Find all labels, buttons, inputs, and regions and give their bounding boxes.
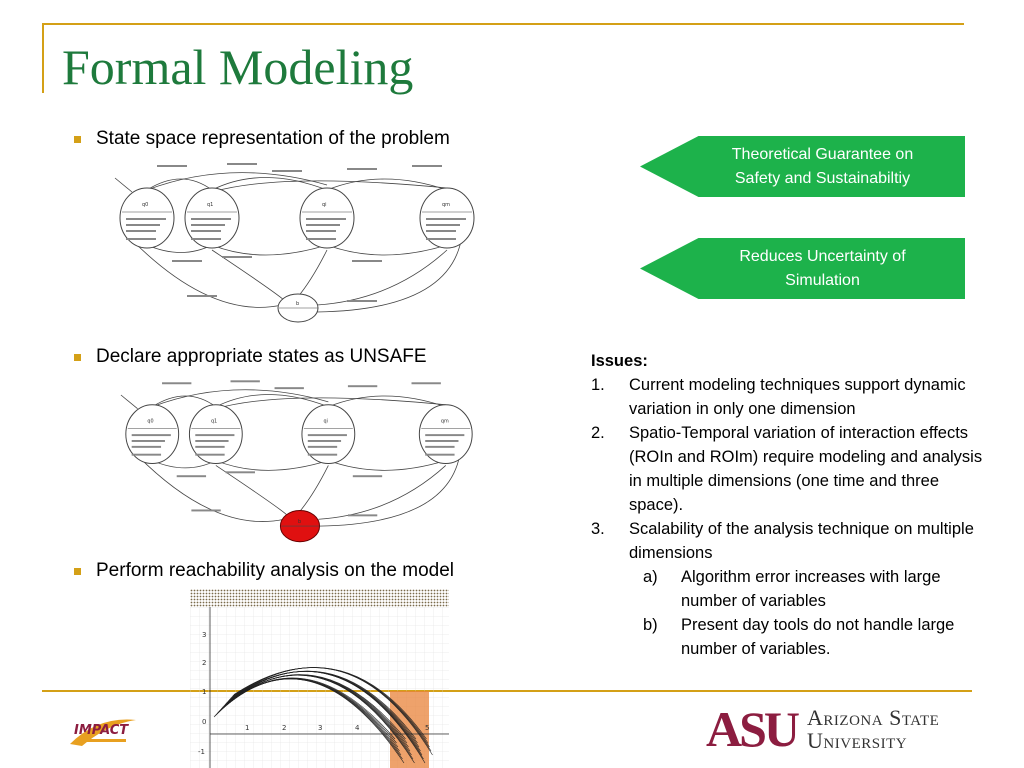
unsafe-automaton-diagram: q0 q1 qi qm b [120, 380, 473, 543]
state-q1: q1 [207, 202, 213, 208]
issue-number: 2. [591, 424, 605, 442]
asu-name-line1: Arizona State [807, 704, 940, 730]
slide-title: Formal Modeling [62, 39, 414, 95]
subitem-letter: b) [643, 616, 658, 634]
issue-text: Spatio-Temporal variation of interaction… [629, 424, 983, 514]
reachability-plot: 3 2 1 0 -1 1 2 3 4 5 [190, 589, 449, 768]
asu-name-line2: University [807, 728, 908, 753]
issue-item: 2. Spatio-Temporal variation of interact… [591, 421, 991, 517]
issue-item: 3. Scalability of the analysis technique… [591, 517, 991, 565]
issue-item: 1. Current modeling techniques support d… [591, 373, 991, 421]
callout-line: Safety and Sustainabiltiy [734, 169, 911, 187]
trajectory-line [218, 678, 405, 764]
state-qi: qi [323, 418, 327, 424]
callout-line: Simulation [785, 271, 860, 289]
issue-subitem: b) Present day tools do not handle large… [629, 613, 991, 661]
subitem-text: Algorithm error increases with large num… [681, 568, 941, 610]
x-tick-4: 4 [355, 724, 360, 732]
issue-text: Current modeling techniques support dyna… [629, 376, 966, 418]
state-q0: q0 [142, 202, 148, 208]
asu-logo: ASU Arizona State University [706, 703, 976, 755]
bullet-marker [74, 354, 81, 361]
frame-left-rule [42, 23, 44, 93]
state-q0: q0 [147, 418, 153, 424]
state-q1: q1 [211, 418, 217, 424]
y-tick-2: 2 [202, 659, 206, 667]
y-tick-neg1: -1 [198, 748, 205, 756]
bullet-reachability: Perform reachability analysis on the mod… [74, 560, 454, 583]
y-tick-0: 0 [202, 718, 206, 726]
frame-top-rule [42, 23, 964, 25]
asu-mark: ASU [706, 701, 800, 757]
impact-logo-text: IMPACT [74, 723, 129, 738]
impact-logo: IMPACT [70, 719, 136, 746]
state-qm: qm [441, 418, 449, 424]
bullet-text: Declare appropriate states as UNSAFE [96, 346, 427, 367]
y-tick-3: 3 [202, 631, 206, 639]
bullet-state-space: State space representation of the proble… [74, 128, 450, 151]
issue-text: Scalability of the analysis technique on… [629, 520, 974, 562]
trajectory-line [224, 674, 415, 764]
trajectory-line [233, 667, 433, 756]
state-b: b [296, 301, 299, 307]
x-tick-3: 3 [318, 724, 322, 732]
automaton-diagram: q0 q1 qi qm b [114, 163, 475, 323]
state-qi: qi [322, 202, 327, 208]
callout-reduces-uncertainty: Reduces Uncertainty of Simulation [640, 238, 965, 299]
issue-number: 3. [591, 520, 605, 538]
callout-line: Reduces Uncertainty of [739, 248, 906, 266]
x-tick-5: 5 [425, 724, 429, 732]
trajectory-line [229, 671, 426, 764]
subitem-letter: a) [643, 568, 658, 586]
bullet-marker [74, 136, 81, 143]
frame-bottom-rule [42, 690, 972, 692]
bullet-text: Perform reachability analysis on the mod… [96, 560, 455, 581]
bullet-unsafe-states: Declare appropriate states as UNSAFE [74, 346, 427, 369]
issue-number: 1. [591, 376, 605, 394]
x-tick-2: 2 [282, 724, 286, 732]
callout-line: Theoretical Guarantee on [731, 146, 914, 164]
x-tick-1: 1 [245, 724, 249, 732]
callout-theoretical-guarantee: Theoretical Guarantee on Safety and Sust… [640, 136, 965, 197]
y-tick-1: 1 [202, 688, 206, 696]
issue-subitem: a) Algorithm error increases with large … [629, 565, 991, 613]
bullet-text: State space representation of the proble… [96, 128, 450, 149]
issues-heading: Issues: [591, 352, 648, 370]
state-qm: qm [442, 202, 450, 208]
state-b: b [298, 519, 301, 525]
subitem-text: Present day tools do not handle large nu… [681, 616, 955, 658]
bullet-marker [74, 568, 81, 575]
issues-list: Issues: 1. Current modeling techniques s… [591, 349, 991, 661]
